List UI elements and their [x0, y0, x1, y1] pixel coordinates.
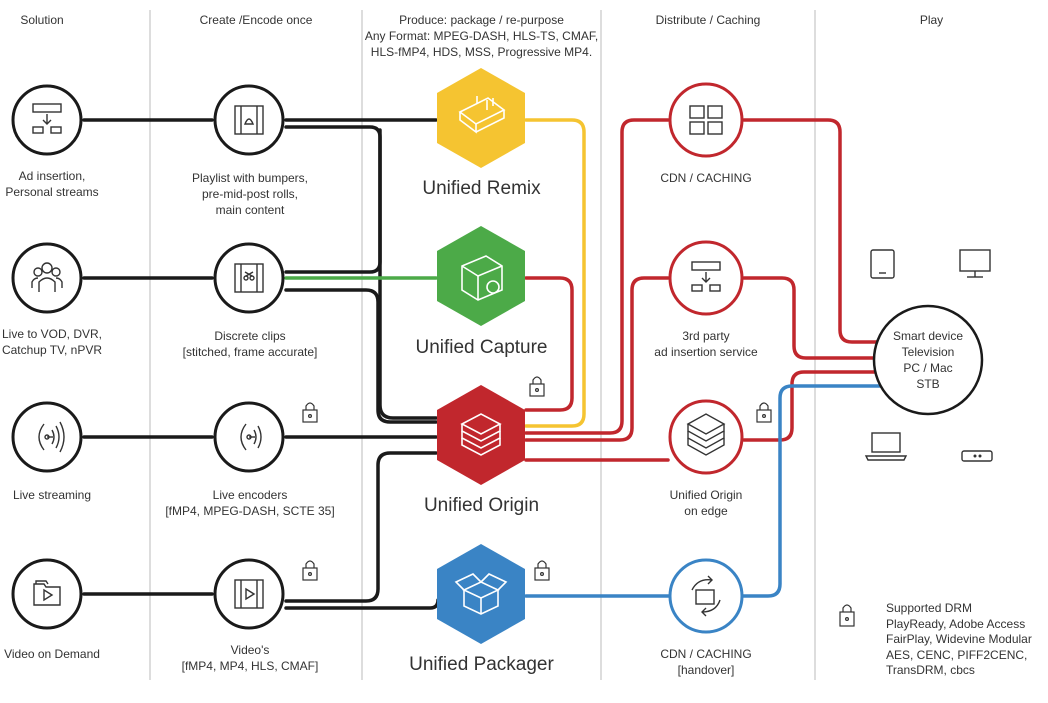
blue-line: [524, 384, 882, 598]
capture-hexagon: [437, 226, 525, 326]
encode-label-playlist: Playlist with bumpers,pre-mid-post rolls…: [191, 171, 309, 217]
filmstrip-scissors-icon: [234, 263, 264, 293]
distribute-node-cdn-handover: [668, 558, 744, 634]
ad-insertion-icon: [32, 103, 62, 134]
product-name-remix: Unified Remix: [422, 178, 541, 199]
video-folder-icon: [33, 580, 61, 606]
produce-format-line-1: Any Format: MPEG-DASH, HLS-TS, CMAF,: [364, 29, 599, 43]
encode-label-clips: Discrete clips[stitched, frame accurate]: [182, 329, 318, 359]
lock-icon: [302, 402, 318, 423]
distribute-label-cdn-handover: CDN / CACHING[handover]: [660, 647, 752, 677]
product-name-packager: Unified Packager: [409, 654, 554, 675]
encode-label-live-encoders: Live encoders[fMP4, MPEG-DASH, SCTE 35]: [165, 488, 335, 518]
solution-node-vod: [11, 558, 83, 630]
column-header-play: Play: [919, 13, 944, 27]
product-name-capture: Unified Capture: [415, 337, 548, 358]
filmstrip-play-icon: [234, 579, 264, 609]
connections: [82, 118, 882, 610]
drm-line: TransDRM, cbcs: [886, 663, 975, 677]
solution-label-live-to-vod: Live to VOD, DVR,Catchup TV, nPVR: [1, 327, 103, 357]
drm-line: FairPlay, Widevine Modular: [886, 632, 1032, 646]
solution-label-live-streaming: Live streaming: [12, 488, 92, 502]
packager-hexagon: [437, 544, 525, 644]
distribute-node-cdn: [668, 82, 744, 158]
remix-console-icon: [458, 96, 506, 134]
produce-format-line-2: HLS-fMP4, HDS, MSS, Progressive MP4.: [370, 45, 593, 59]
laptop-icon: [864, 432, 908, 461]
column-header-solution: Solution: [20, 13, 64, 27]
capture-camera-icon: [461, 255, 503, 301]
cdn-folders-icon: [689, 105, 723, 135]
ad-insertion-icon: [691, 261, 721, 292]
open-box-icon: [454, 573, 508, 615]
live-broadcast-icon: [38, 421, 65, 453]
black-lines-solution-encode: [82, 118, 440, 610]
solution-label-vod: Video on Demand: [4, 647, 100, 661]
distribute-label-cdn: CDN / CACHING: [660, 171, 752, 185]
remix-hexagon: [437, 68, 525, 168]
distribute-node-origin-edge: [668, 399, 744, 475]
yellow-line: [524, 118, 586, 428]
device-icons: [864, 249, 993, 462]
encode-node-videos: [213, 558, 285, 630]
distribute-icons: [686, 105, 726, 617]
server-stack-icon: [460, 413, 502, 456]
drm-line: PlayReady, Adobe Access: [886, 616, 1026, 631]
encode-label-videos: Video's[fMP4, MP4, HLS, CMAF]: [181, 643, 319, 673]
encode-icons: [234, 105, 264, 609]
drm-line: AES, CENC, PIFF2CENC,: [886, 647, 1028, 662]
encode-node-clips: [213, 242, 285, 314]
filmstrip-playlist-icon: [234, 105, 264, 135]
set-top-box-icon: [961, 450, 993, 462]
drm-title: Supported DRM: [886, 601, 973, 615]
solution-label-ad-insertion: Ad insertion,Personal streams: [5, 169, 99, 199]
handover-icon: [691, 575, 721, 617]
product-icons: [454, 96, 508, 615]
lock-icon: [839, 604, 855, 627]
server-stack-icon: [686, 413, 726, 456]
lock-icon: [302, 560, 318, 581]
solution-icons: [31, 103, 65, 606]
live-encoder-icon: [240, 423, 262, 451]
people-group-icon: [31, 262, 63, 292]
tablet-icon: [870, 249, 895, 279]
red-lines: [524, 118, 882, 462]
product-name-origin: Unified Origin: [423, 495, 540, 516]
product-hexagons: [437, 68, 525, 644]
origin-hexagon: [437, 385, 525, 485]
lock-icons: [302, 376, 855, 627]
encode-node-playlist: [213, 84, 285, 156]
lock-icon: [529, 376, 545, 397]
solution-circles: [11, 84, 83, 630]
monitor-icon: [959, 249, 991, 278]
column-header-encode: Create /Encode once: [199, 13, 313, 27]
lock-icon: [534, 560, 550, 581]
drm-info: Supported DRM PlayReady, Adobe Access Fa…: [886, 601, 1032, 679]
column-header-distribute: Distribute / Caching: [655, 13, 761, 27]
column-header-produce: Produce: package / re-purpose: [399, 13, 564, 27]
lock-icon: [756, 402, 772, 423]
play-circle: [872, 304, 984, 416]
